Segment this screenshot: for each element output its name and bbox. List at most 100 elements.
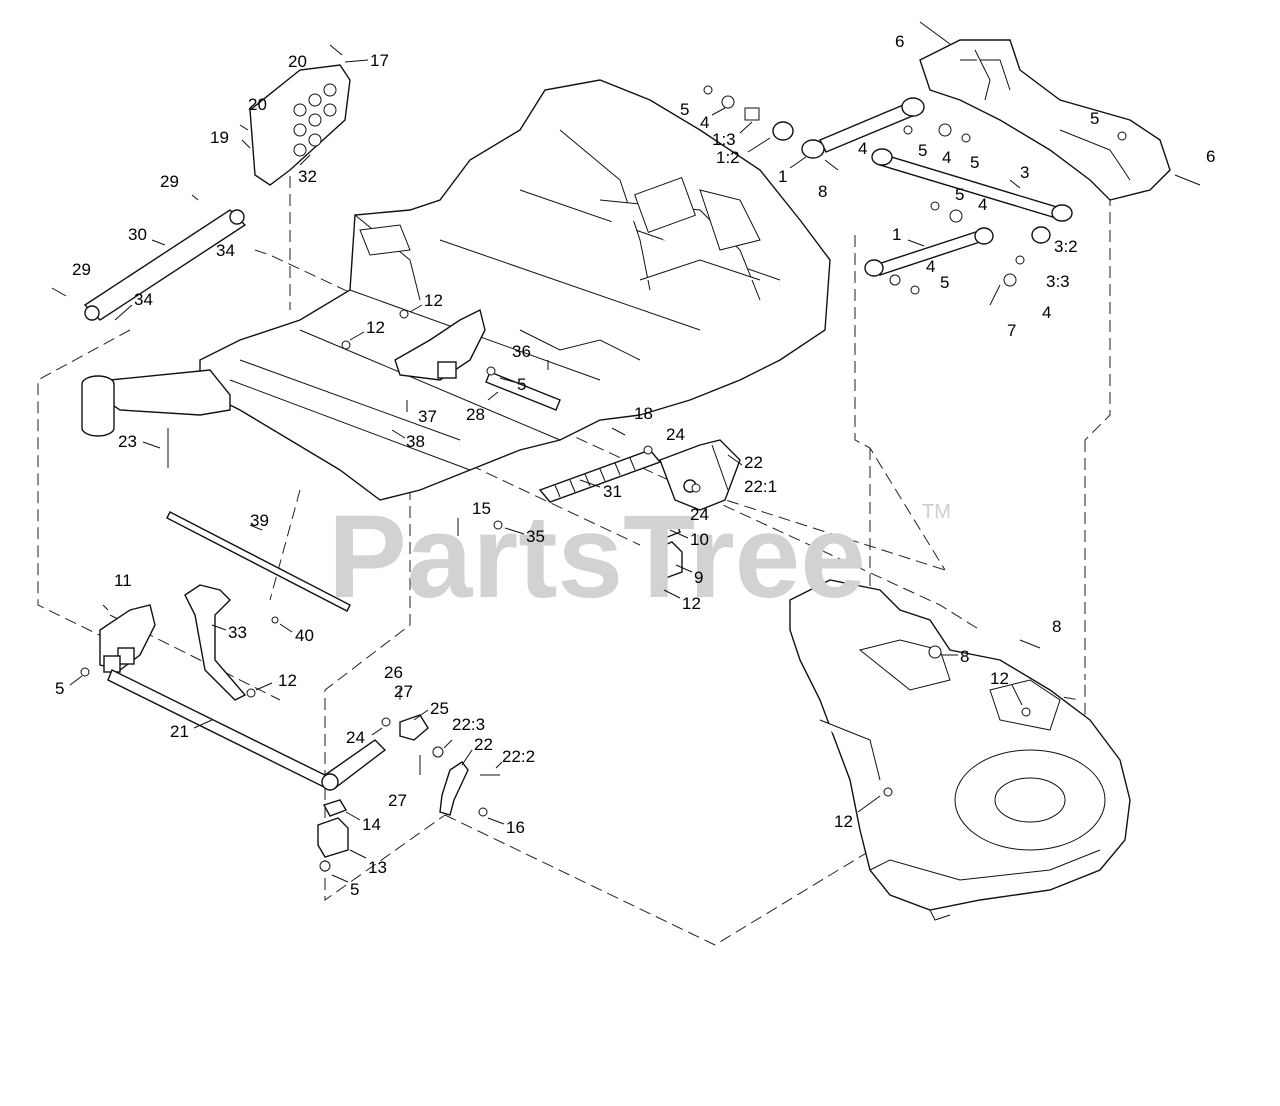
callout-22-top: 22 (744, 453, 763, 472)
callout-5-shaft: 5 (517, 375, 526, 394)
callout-8-deck-top: 8 (1052, 617, 1061, 636)
watermark-text: PartsTree (328, 491, 866, 623)
callout-20-top: 20 (288, 52, 307, 71)
callout-34-top: 34 (216, 241, 235, 260)
lever-22 (659, 439, 741, 511)
mower-deck (789, 579, 1131, 921)
callout-5-a: 5 (918, 141, 927, 160)
callout-34: 34 (134, 290, 153, 309)
callout-31: 31 (603, 482, 622, 501)
callout-16: 16 (506, 818, 525, 837)
shaft-28 (485, 371, 561, 411)
callout-6-top: 6 (895, 32, 904, 51)
callout-24-top: 24 (666, 425, 685, 444)
callout-6-right: 6 (1206, 147, 1215, 166)
callout-26: 26 (384, 663, 403, 682)
callout-35: 35 (526, 527, 545, 546)
bushing-34-top (229, 209, 245, 225)
callout-18: 18 (634, 404, 653, 423)
rod-39 (166, 511, 351, 612)
bracket-25 (399, 714, 429, 741)
watermark-trademark: TM (922, 501, 951, 523)
callout-1-bottom: 1 (892, 225, 901, 244)
callout-24-mid: 24 (690, 505, 709, 524)
callout-17: 17 (370, 51, 389, 70)
callout-1-top: 1 (778, 167, 787, 186)
callout-3: 3 (1020, 163, 1029, 182)
callout-4-e: 4 (1042, 303, 1051, 322)
callout-30: 30 (128, 225, 147, 244)
callout-27-top: 27 (394, 682, 413, 701)
callout-4-tl: 4 (700, 113, 709, 132)
rod-21 (107, 669, 336, 791)
bushing-34-bottom (84, 305, 100, 321)
callout-12-d: 12 (278, 671, 297, 690)
callout-5-b: 5 (970, 153, 979, 172)
callout-28: 28 (466, 405, 485, 424)
link-30 (83, 209, 247, 321)
callout-5-e: 5 (940, 273, 949, 292)
callout-8-top: 8 (818, 182, 827, 201)
callout-23: 23 (118, 432, 137, 451)
callout-5-bottom: 5 (350, 880, 359, 899)
callout-22-bottom: 22 (474, 735, 493, 754)
links-and-arms (83, 64, 1073, 858)
rear-frame-bracket (919, 39, 1171, 201)
callout-7: 7 (1007, 321, 1016, 340)
callout-36: 36 (512, 342, 531, 361)
callout-40: 40 (295, 626, 314, 645)
callout-5-c: 5 (1090, 109, 1099, 128)
callout-12-a: 12 (424, 291, 443, 310)
callout-1-2: 1:2 (716, 148, 740, 167)
callout-22-3: 22:3 (452, 715, 485, 734)
callout-29: 29 (72, 260, 91, 279)
callout-24-bottom: 24 (346, 728, 365, 747)
callout-3-3: 3:3 (1046, 272, 1070, 291)
callout-33: 33 (228, 623, 247, 642)
fasteners (51, 21, 1201, 872)
callout-12-b: 12 (366, 318, 385, 337)
spring-31 (538, 449, 662, 503)
callout-37: 37 (418, 407, 437, 426)
callout-13: 13 (368, 858, 387, 877)
callout-5-tl: 5 (680, 100, 689, 119)
callout-5-left: 5 (55, 679, 64, 698)
callout-1-3: 1:3 (712, 130, 736, 149)
callouts: 17 20 20 19 32 29 30 34 29 34 12 12 36 5… (55, 32, 1215, 899)
callout-8-deck: 8 (960, 647, 969, 666)
watermark: PartsTree TM (328, 491, 951, 623)
callout-4-d: 4 (926, 257, 935, 276)
callout-22-2: 22:2 (502, 747, 535, 766)
callout-22-1: 22:1 (744, 477, 777, 496)
callout-4-c: 4 (978, 195, 987, 214)
callout-15: 15 (472, 499, 491, 518)
block-14 (322, 799, 348, 817)
bracket-9 (651, 541, 683, 581)
block-13 (317, 817, 349, 858)
callout-3-2: 3:2 (1054, 237, 1078, 256)
chain-22-lower (439, 761, 469, 816)
callout-14: 14 (362, 815, 381, 834)
callout-4-a: 4 (858, 139, 867, 158)
arm-33 (184, 584, 247, 701)
callout-27: 27 (388, 791, 407, 810)
callout-11: 11 (114, 571, 132, 590)
callout-9: 9 (694, 568, 703, 587)
callout-38: 38 (406, 432, 425, 451)
callout-10: 10 (690, 530, 709, 549)
callout-20: 20 (248, 95, 267, 114)
callout-39: 39 (250, 511, 269, 530)
callout-5-d: 5 (955, 185, 964, 204)
callout-32: 32 (298, 167, 317, 186)
callout-12-deck-bottom: 12 (834, 812, 853, 831)
callout-21: 21 (170, 722, 189, 741)
callout-12-c: 12 (682, 594, 701, 613)
bracket-10 (659, 519, 681, 539)
callout-25: 25 (430, 699, 449, 718)
callout-4-b: 4 (942, 148, 951, 167)
callout-29-top: 29 (160, 172, 179, 191)
callout-19: 19 (210, 128, 229, 147)
callout-12-deck-top: 12 (990, 669, 1009, 688)
